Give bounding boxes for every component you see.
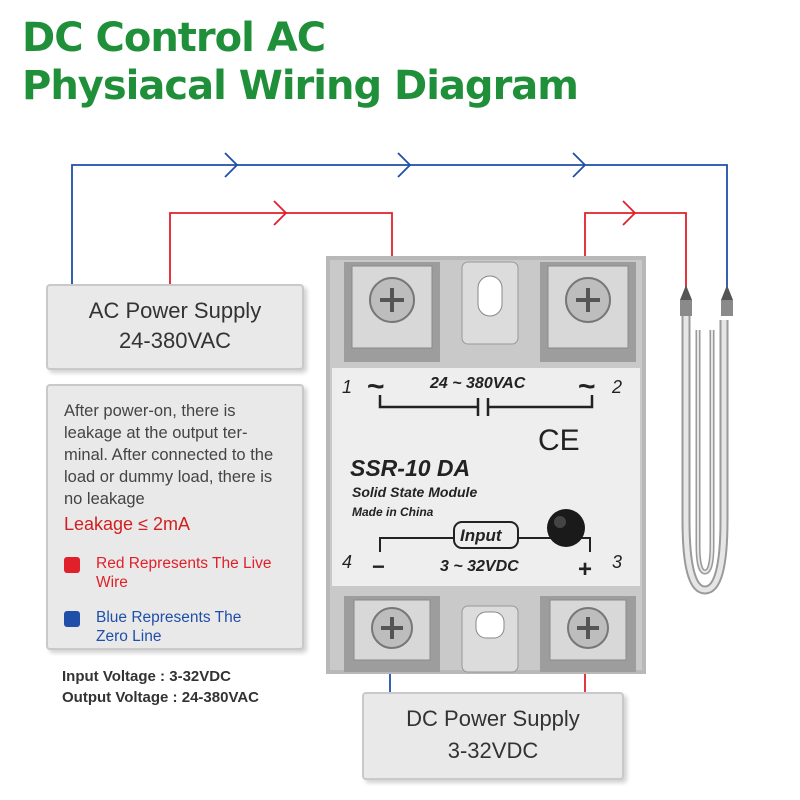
input-voltage-label: Input Voltage [62, 668, 156, 685]
legend-live-label: Red Represents The Live Wire [96, 555, 272, 591]
ac-supply-voltage: 24-380VAC [118, 328, 232, 353]
legend-zero: Blue Represents The Zero Line [64, 608, 276, 646]
output-voltage-row: Output Voltage : 24-380VAC [62, 689, 259, 706]
blue-arrow-1 [224, 152, 239, 178]
output-voltage-label: Output Voltage [62, 689, 169, 706]
red-arrow-2 [622, 200, 637, 226]
input-voltage-row: Input Voltage : 3-32VDC [62, 668, 231, 685]
terminal-1: 1 [342, 377, 352, 397]
output-voltage-value: 24-380VAC [181, 689, 259, 706]
leakage-value: Leakage ≤ 2mA [64, 514, 190, 534]
ssr-module [326, 256, 646, 674]
ac-supply-title: AC Power Supply [88, 298, 262, 323]
made-in-label: Made in China [352, 505, 434, 519]
tilde-left: ~ [367, 370, 385, 403]
blue-swatch [64, 611, 80, 627]
ce-mark: CE [538, 424, 580, 457]
voltage-specs: Input Voltage : 3-32VDC Output Voltage :… [62, 666, 259, 708]
terminal-4: 4 [342, 552, 352, 572]
red-arrow-1 [273, 200, 288, 226]
blue-arrow-3 [572, 152, 587, 178]
input-label: Input [460, 526, 503, 545]
info-box: After power-on, there is leakage at the … [46, 384, 304, 650]
dc-supply-title: DC Power Supply [406, 706, 580, 731]
subtitle-label: Solid State Module [352, 484, 477, 500]
model-label: SSR-10 DA [350, 455, 470, 481]
terminal-2: 2 [611, 377, 622, 397]
terminal-3: 3 [612, 552, 622, 572]
heating-element-load [680, 285, 733, 595]
title-line-2: Physiacal Wiring Diagram [22, 63, 579, 109]
legend-live: Red Represents The Live Wire [64, 554, 276, 592]
ac-power-supply-box: AC Power Supply 24-380VAC [46, 284, 304, 370]
legend-zero-label: Blue Represents The Zero Line [96, 609, 242, 645]
input-voltage-value: 3-32VDC [169, 668, 231, 685]
dc-power-supply-box: DC Power Supply 3-32VDC [362, 692, 624, 780]
title-line-1: DC Control AC [22, 15, 326, 61]
dc-range-label: 3 ~ 32VDC [440, 558, 519, 575]
leakage-note: After power-on, there is leakage at the … [64, 402, 274, 508]
ac-range-label: 24 ~ 380VAC [429, 375, 526, 392]
blue-zero-wire [71, 164, 728, 290]
minus-label: − [372, 554, 385, 579]
tilde-right: ~ [578, 370, 596, 403]
red-swatch [64, 557, 80, 573]
blue-arrow-2 [397, 152, 412, 178]
dc-supply-voltage: 3-32VDC [447, 738, 539, 763]
plus-label: + [578, 556, 592, 583]
